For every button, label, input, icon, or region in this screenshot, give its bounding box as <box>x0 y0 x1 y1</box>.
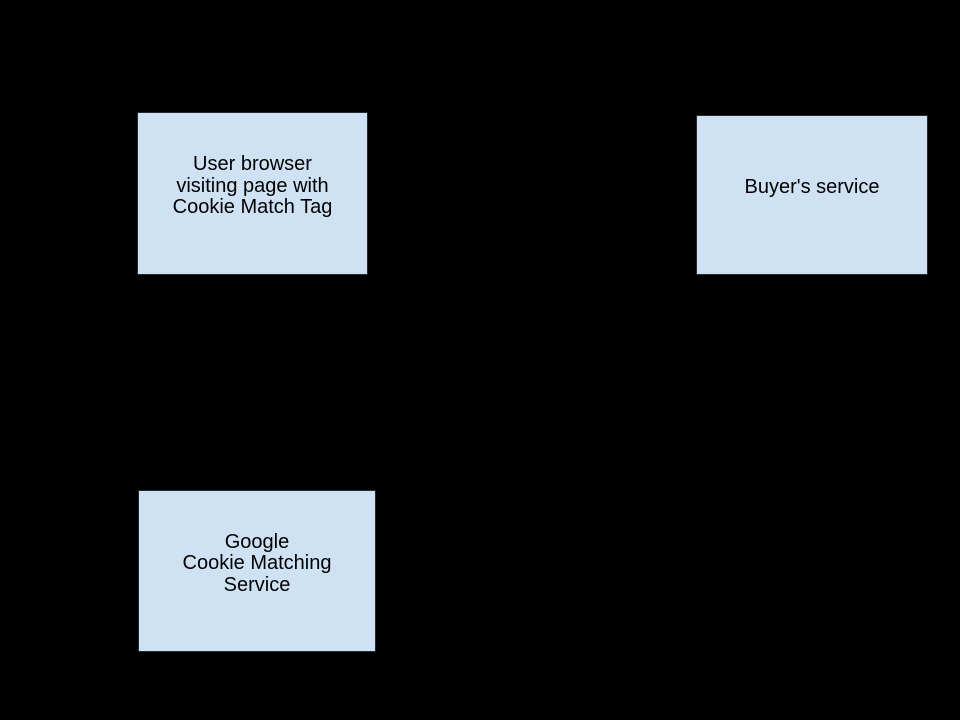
node-label-line: User browser <box>193 153 312 176</box>
node-user-browser: User browser visiting page with Cookie M… <box>137 112 368 275</box>
node-label-line: Cookie Match Tag <box>172 196 333 219</box>
node-label-line: visiting page with <box>176 174 329 197</box>
node-google-cms-label: Google Cookie Matching Service <box>182 530 332 597</box>
node-label-line: Cookie Matching <box>182 552 332 575</box>
node-label-line: Buyer's service <box>744 176 880 199</box>
node-buyers-service-label: Buyer's service <box>745 177 880 199</box>
node-label-line: Service <box>223 573 291 596</box>
node-buyers-service: Buyer's service <box>696 115 928 275</box>
node-user-browser-label: User browser visiting page with Cookie M… <box>173 154 333 219</box>
node-label-line: Google <box>224 530 290 553</box>
node-google-cookie-matching-service: Google Cookie Matching Service <box>138 490 376 652</box>
